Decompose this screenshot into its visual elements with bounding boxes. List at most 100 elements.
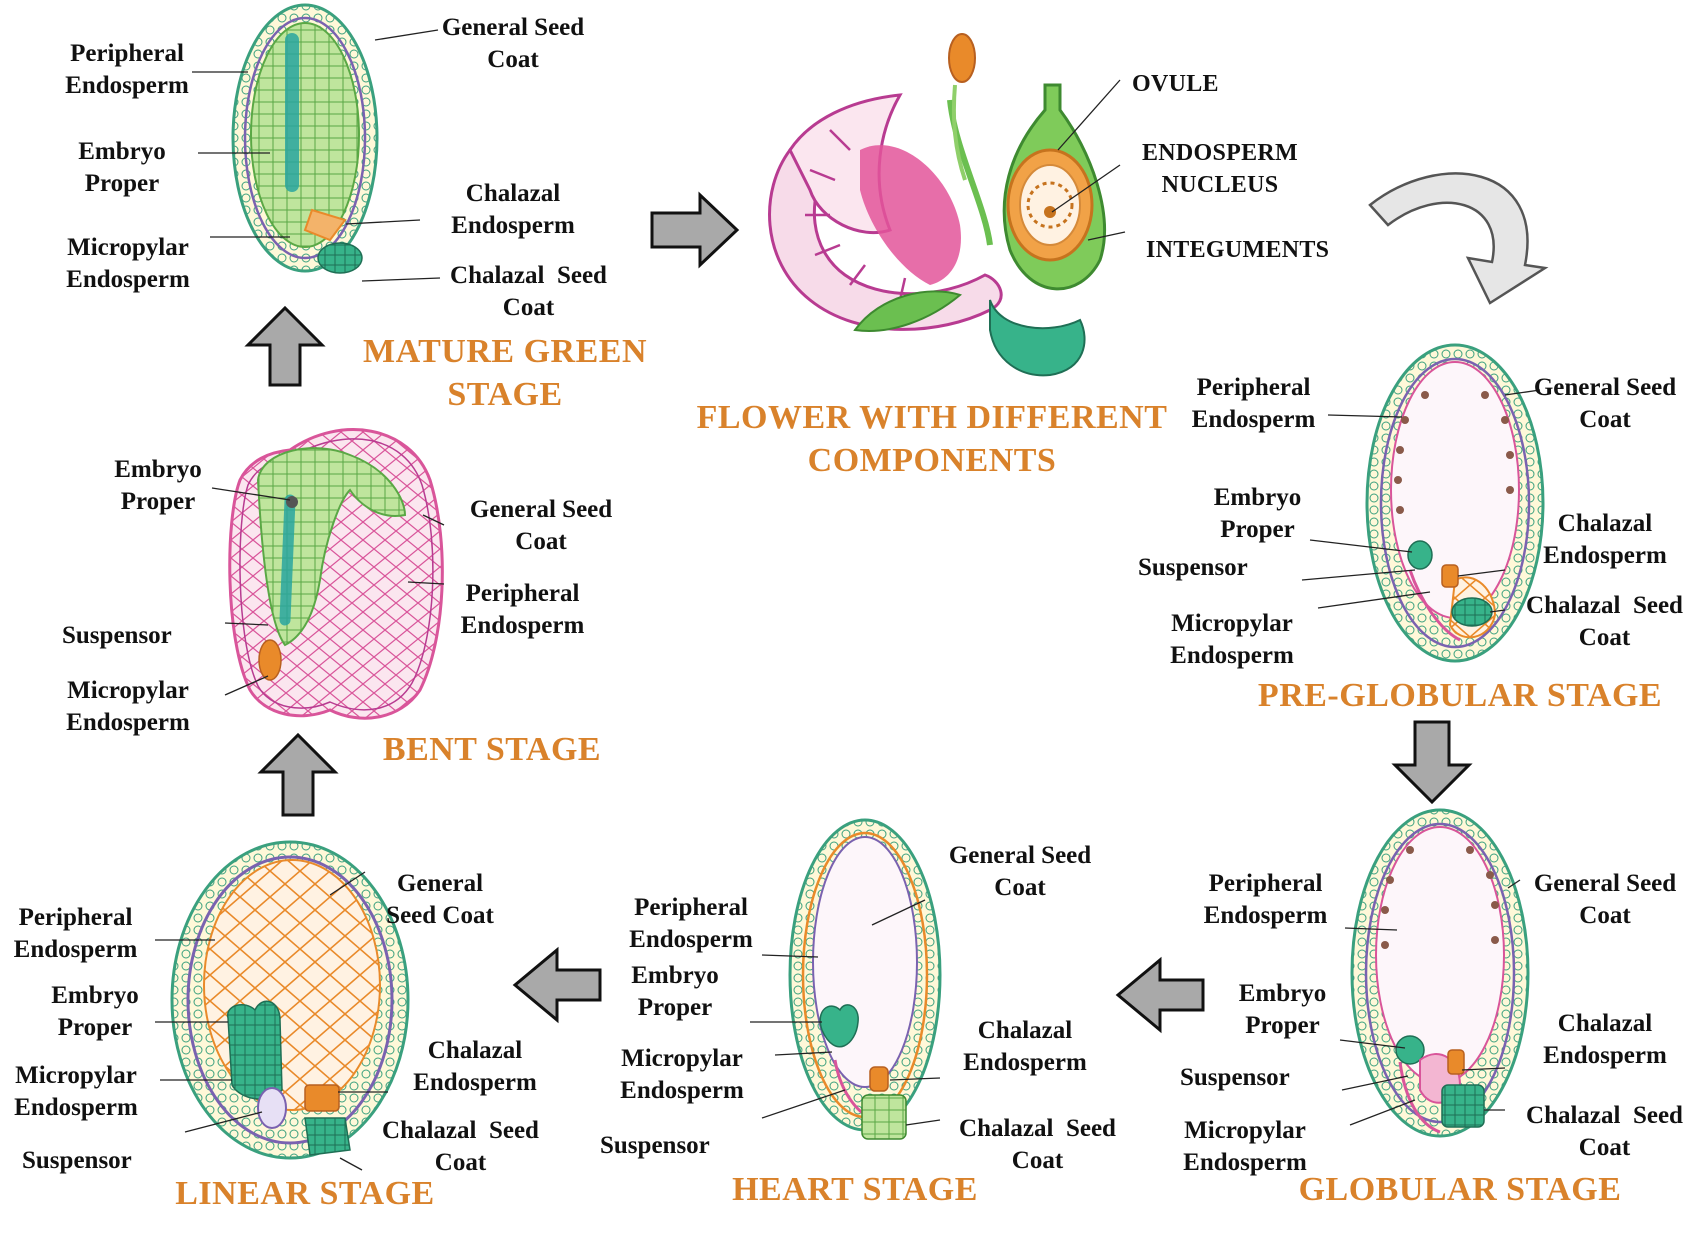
label-line: Chalazal Seed [1526,1102,1683,1129]
pre-peripheral-endosperm: Peripheral Endosperm [1186,372,1321,436]
globular-title: GLOBULAR STAGE [1298,1171,1622,1208]
label-line: Proper [1220,516,1295,543]
linear-chalazal-seed-coat: Chalazal Seed Coat [378,1115,543,1179]
label-line: Coat [1011,1147,1064,1174]
label-line: General Seed [1533,374,1677,401]
mature-green-leader-lines [192,29,441,282]
glob-micropylar-endosperm: Micropylar Endosperm [1175,1115,1315,1179]
label-line: Endosperm [66,709,190,736]
pre-suspensor: Suspensor [1138,554,1248,581]
flower-leader-lines [1051,79,1126,241]
label-line: Micropylar [1171,610,1293,637]
glob-peripheral-endosperm: Peripheral Endosperm [1198,868,1333,932]
label-line: Micropylar [67,234,189,261]
label-line: General Seed [1533,870,1677,897]
label-line: Endosperm [1203,902,1328,929]
linear-seed [170,840,410,1160]
linear-chalazal-endosperm: Chalazal Endosperm [405,1035,545,1099]
label-line: Chalazal [977,1017,1073,1044]
label-line: Peripheral [465,580,580,607]
linear-embryo-proper: Embryo Proper [40,980,150,1044]
label-line: General Seed [441,14,585,41]
linear-micropylar-endosperm: Micropylar Endosperm [6,1060,146,1124]
label-line: General Seed [948,842,1092,869]
label-endosperm-nucleus: ENDOSPERM NUCLEUS [1135,137,1305,201]
arrow-bent-to-mature [244,305,326,387]
label-line: Coat [994,874,1046,901]
arrow-heart-to-linear [512,946,602,1024]
label-line: Endosperm [620,1077,744,1104]
heart-embryo-proper: Embryo Proper [620,960,730,1024]
label-line: Embryo [78,138,166,165]
label-line: Coat [515,528,567,555]
label-line: Endosperm [413,1069,537,1096]
label-line: Micropylar [15,1062,137,1089]
label-line: Endosperm [1543,542,1667,569]
pre-chalazal-seed-coat: Chalazal Seed Coat [1522,590,1687,654]
mature-green-title-line2: STAGE [447,376,563,413]
label-line: Coat [487,46,539,73]
arrow-globular-to-heart [1115,956,1205,1034]
arrow-preglobular-to-globular [1391,720,1473,805]
bent-general-seed-coat: General Seed Coat [466,494,616,558]
curved-arrow-icon [1368,172,1549,305]
label-line: Proper [84,170,160,197]
mature-green-title-line1: MATURE GREEN [363,333,647,370]
bent-leader-lines [211,487,445,696]
label-line: Embryo [1238,980,1327,1007]
linear-general-seed-coat: General Seed Coat [380,868,500,932]
pre-globular-leader-lines [1301,389,1541,613]
label-line: Proper [1245,1012,1320,1039]
label-line: Chalazal Seed [450,262,607,289]
bent-embryo-proper: Embryo Proper [98,454,218,518]
glob-embryo-proper: Embryo Proper [1225,978,1340,1042]
bent-micropylar-endosperm: Micropylar Endosperm [58,675,198,739]
glob-chalazal-seed-coat: Chalazal Seed Coat [1522,1100,1687,1164]
label-line: Peripheral [1208,870,1323,897]
label-line: Peripheral [634,894,748,921]
label-line: ENDOSPERM [1141,140,1299,166]
mature-peripheral-endosperm: Peripheral Endosperm [62,38,192,102]
label-line: Peripheral [1196,374,1311,401]
heart-micropylar-endosperm: Micropylar Endosperm [612,1043,752,1107]
heart-general-seed-coat: General Seed Coat [945,840,1095,904]
flower-title: FLOWER WITH DIFFERENT COMPONENTS [672,396,1192,482]
label-line: Chalazal Seed [959,1115,1116,1142]
bent-peripheral-endosperm: Peripheral Endosperm [455,578,590,642]
pre-general-seed-coat: General Seed Coat [1530,372,1680,436]
globular-seed [1350,808,1530,1138]
bent-title: BENT STAGE [382,731,602,768]
label-integuments: INTEGUMENTS [1146,237,1330,263]
label-line: Endosperm [65,72,189,99]
label-line: Embryo [1213,484,1302,511]
label-line: Coat [1579,902,1631,929]
pre-chalazal-endosperm: Chalazal Endosperm [1535,508,1675,572]
label-line: Chalazal [1557,1010,1653,1037]
label-line: Embryo [51,982,139,1009]
heart-title: HEART STAGE [732,1171,978,1208]
linear-title: LINEAR STAGE [175,1175,435,1212]
mature-chalazal-seed-coat: Chalazal Seed Coat [446,260,611,324]
heart-seed [788,818,942,1140]
label-line: Coat [434,1149,487,1176]
linear-suspensor: Suspensor [22,1147,132,1174]
mature-green-title: MATURE GREEN STAGE [350,330,660,416]
label-line: Coat [502,294,555,321]
label-line: Chalazal Seed [382,1117,539,1144]
label-line: Endosperm [1183,1149,1307,1176]
bent-suspensor: Suspensor [62,622,172,649]
flower-drawing [768,33,1106,377]
label-line: Coat [1578,1134,1631,1161]
heart-chalazal-seed-coat: Chalazal Seed Coat [955,1113,1120,1177]
linear-leader-lines [155,871,388,1171]
label-line: General Seed [469,496,613,523]
linear-peripheral-endosperm: Peripheral Endosperm [8,902,143,966]
label-line: Chalazal [427,1037,523,1064]
label-ovule: OVULE [1132,71,1219,97]
mature-green-seed [231,3,379,274]
mature-chalazal-endosperm: Chalazal Endosperm [448,178,578,242]
label-line: Proper [637,994,713,1021]
label-line: Embryo [631,962,719,989]
